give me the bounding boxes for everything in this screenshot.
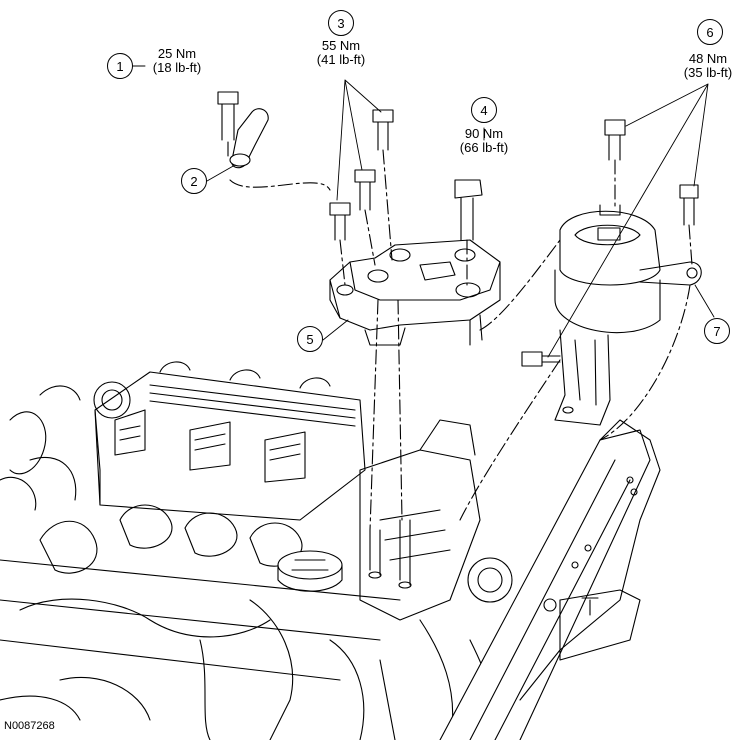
torque-label-4: 90 Nm (66 lb-ft)	[450, 127, 518, 155]
torque-lbft-6: (35 lb-ft)	[683, 65, 733, 80]
alignment-lines	[227, 141, 693, 531]
callout-3: 3	[328, 10, 354, 36]
engine-mount-assembly	[554, 204, 702, 426]
torque-label-6: 48 Nm (35 lb-ft)	[675, 52, 741, 80]
frame-rail	[439, 419, 661, 740]
callout-2: 2	[181, 168, 207, 194]
torque-nm-4: 90 Nm	[464, 126, 504, 141]
callout-7: 7	[704, 318, 730, 344]
torque-label-1: 25 Nm (18 lb-ft)	[145, 47, 209, 75]
figure-id: N0087268	[4, 720, 55, 732]
torque-nm-3: 55 Nm	[321, 38, 361, 53]
callout-5: 5	[297, 326, 323, 352]
torque-nm-6: 48 Nm	[688, 51, 728, 66]
callout-1: 1	[107, 53, 133, 79]
callout-6: 6	[697, 19, 723, 45]
leader-lines	[132, 65, 715, 358]
upper-mount-bracket	[329, 239, 501, 346]
torque-lbft-4: (66 lb-ft)	[459, 140, 509, 155]
engine-assembly	[0, 361, 513, 740]
bolts	[217, 91, 699, 367]
callout-4: 4	[471, 97, 497, 123]
torque-nm-1: 25 Nm	[157, 46, 197, 61]
torque-lbft-3: (41 lb-ft)	[316, 52, 366, 67]
torque-label-3: 55 Nm (41 lb-ft)	[306, 39, 376, 67]
torque-lbft-1: (18 lb-ft)	[152, 60, 202, 75]
